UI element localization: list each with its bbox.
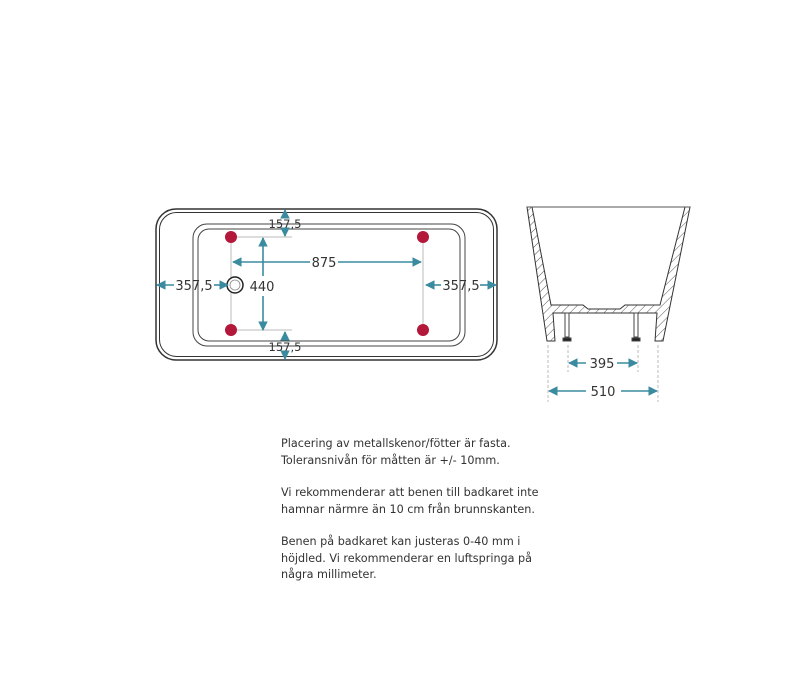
dim-top-label: 157,5	[269, 217, 302, 231]
feet	[225, 231, 429, 336]
dim-left-label: 357,5	[175, 279, 212, 294]
foot-marker	[417, 231, 429, 243]
basin-inner-outline	[197, 228, 461, 342]
note-line: några millimeter.	[281, 568, 377, 581]
basin-outline	[192, 223, 466, 347]
note-line: hamnar närmre än 10 cm från brunnskanten…	[281, 502, 535, 516]
foot-marker	[225, 324, 237, 336]
side-view: 395 510	[526, 206, 691, 402]
note-line: Benen på badkaret kan justeras 0-40 mm i	[281, 535, 521, 548]
note-paragraph: Vi rekommenderar att benen till badkaret…	[281, 485, 541, 518]
note-paragraph: Benen på badkaret kan justeras 0-40 mm i…	[281, 534, 541, 584]
note-paragraph: Placering av metallskenor/fötter är fast…	[281, 436, 541, 469]
top-view: 875 440 357,5 357,5 157,5 157,5	[155, 208, 498, 361]
dim-width-label: 440	[250, 280, 275, 295]
tub-outer-rim	[155, 208, 498, 361]
note-line: Toleransnivån för måtten är +/- 10mm.	[281, 453, 500, 467]
dim-base-label: 510	[591, 385, 616, 400]
dim-feet-label: 395	[590, 357, 615, 372]
installation-notes: Placering av metallskenor/fötter är fast…	[281, 436, 541, 600]
dim-length-label: 875	[312, 256, 337, 271]
foot-marker	[417, 324, 429, 336]
note-line: Placering av metallskenor/fötter är fast…	[281, 437, 511, 450]
note-line: Vi rekommenderar att benen till badkaret…	[281, 486, 539, 499]
adjustable-legs	[562, 312, 641, 342]
foot-marker	[225, 231, 237, 243]
note-line: höjdled. Vi rekommenderar en luftspringa…	[281, 551, 533, 565]
drain-icon	[226, 276, 244, 294]
dim-bottom-label: 157,5	[269, 340, 302, 354]
tub-section	[526, 206, 691, 342]
dim-right-label: 357,5	[442, 279, 479, 294]
